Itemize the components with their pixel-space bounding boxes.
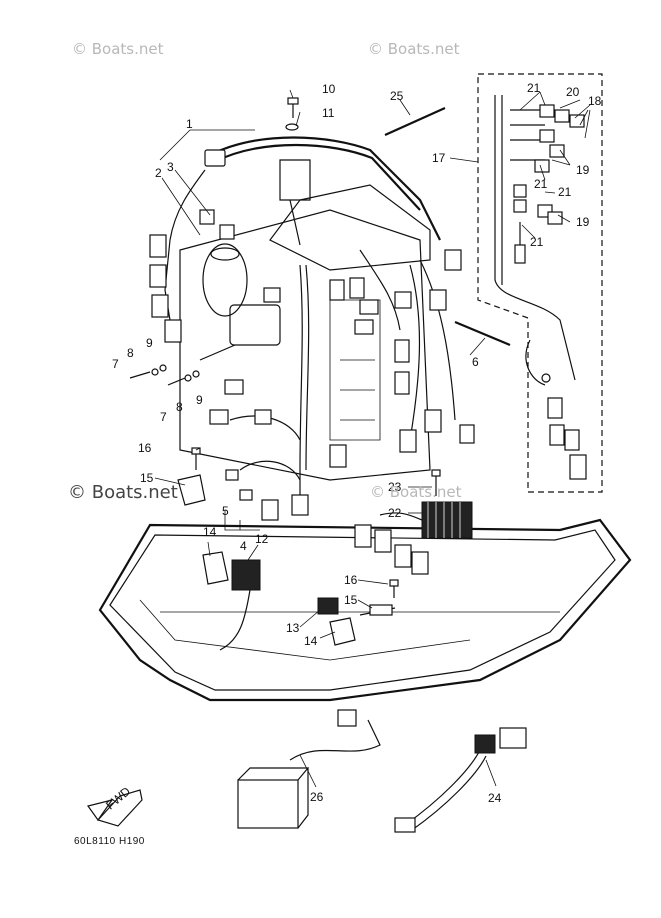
- callout-21a: 21: [527, 81, 541, 95]
- callout-4: 4: [240, 539, 247, 553]
- callout-numbers: 1 2 3 4 5 6 7 7 8 8 9 9 10 11 12 13 14 1…: [112, 81, 602, 805]
- rectifier-regulator: [354, 469, 473, 575]
- callout-19b: 19: [576, 215, 590, 229]
- callout-24: 24: [488, 791, 502, 805]
- wire-harness: [164, 136, 456, 510]
- fwd-arrow-icon: [86, 789, 143, 827]
- callout-13: 13: [286, 621, 300, 635]
- callout-11: 11: [322, 106, 335, 120]
- callout-22: 22: [388, 506, 402, 520]
- watermark-top-left: © Boats.net: [72, 40, 164, 58]
- callout-14a: 14: [203, 525, 217, 539]
- callout-6: 6: [472, 355, 479, 369]
- callout-8a: 8: [127, 346, 134, 360]
- harness-connectors: [149, 149, 475, 521]
- callout-7b: 7: [160, 410, 167, 424]
- callout-16b: 16: [344, 573, 358, 587]
- sub-harness-box: [477, 73, 603, 493]
- watermark-top-right: © Boats.net: [368, 40, 460, 58]
- callout-3: 3: [167, 160, 174, 174]
- callout-12: 12: [255, 532, 269, 546]
- battery-cable: [237, 709, 381, 829]
- ground-bolts: [129, 344, 236, 386]
- callout-2: 2: [155, 166, 162, 180]
- callout-20: 20: [566, 85, 580, 99]
- callout-19a: 19: [576, 163, 590, 177]
- callout-18: 18: [588, 94, 602, 108]
- drawing-code: 60L8110 H190: [74, 836, 145, 847]
- cable-tie-6: [454, 320, 511, 347]
- cable-tie-25: [384, 106, 446, 137]
- callout-9b: 9: [196, 393, 203, 407]
- callout-1: 1: [186, 117, 193, 131]
- extension-harness: [394, 727, 527, 833]
- watermark-mid-right: © Boats.net: [370, 483, 462, 501]
- switch-group-left: [177, 447, 261, 651]
- callout-15a: 15: [140, 471, 154, 485]
- callout-17: 17: [432, 151, 446, 165]
- callout-9a: 9: [146, 336, 153, 350]
- callout-21c: 21: [558, 185, 572, 199]
- callout-7a: 7: [112, 357, 119, 371]
- callout-8b: 8: [176, 400, 183, 414]
- callout-10: 10: [322, 82, 336, 96]
- callout-14b: 14: [304, 634, 318, 648]
- callout-23: 23: [388, 480, 402, 494]
- callout-21b: 21: [534, 177, 548, 191]
- callout-21d: 21: [530, 235, 544, 249]
- callout-26: 26: [310, 790, 324, 804]
- leader-lines: [154, 89, 591, 788]
- switch-group-right: [317, 579, 399, 646]
- callout-25: 25: [390, 89, 404, 103]
- watermark-mid-left: © Boats.net: [68, 482, 178, 503]
- callout-16a: 16: [138, 441, 152, 455]
- callout-15b: 15: [344, 593, 358, 607]
- callout-5: 5: [222, 504, 229, 518]
- engine-block: [179, 159, 431, 481]
